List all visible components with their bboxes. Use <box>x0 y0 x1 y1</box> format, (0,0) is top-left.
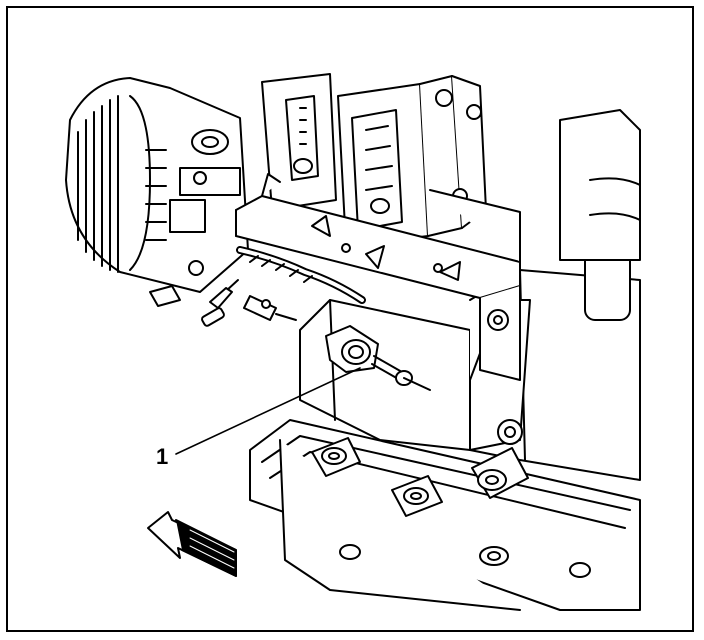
arrow-left-icon <box>147 511 237 577</box>
sensor <box>325 325 431 391</box>
control-module <box>261 73 487 247</box>
callout-leader-line <box>175 367 361 455</box>
mount-boss-bottom <box>339 544 591 578</box>
mount-boss-right <box>471 447 529 499</box>
callout-number: 1 <box>156 444 169 469</box>
engine-block <box>249 109 641 611</box>
wiring-harness <box>201 246 366 327</box>
mount-boss-center <box>391 475 443 517</box>
mount-boss-left <box>311 437 361 477</box>
alternator <box>65 77 249 307</box>
mounting-bracket <box>235 173 521 381</box>
